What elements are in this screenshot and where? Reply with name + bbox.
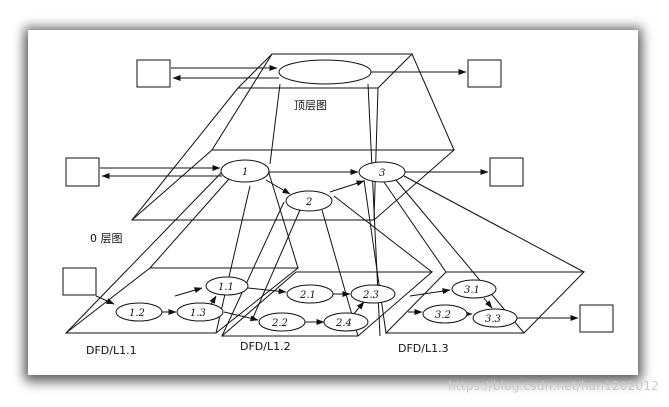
watermark: https://blog.csdn.net/han1202012 — [448, 379, 659, 393]
l13-sink-entity — [579, 304, 614, 333]
projection-lines-level0 — [65, 161, 585, 337]
l11-source-entity — [62, 267, 97, 296]
l13-label: DFD/L1.3 — [398, 342, 449, 355]
l0-source-entity — [65, 157, 100, 187]
process-2-2-label: 2.2 — [271, 318, 288, 329]
process-2-3-label: 2.3 — [362, 290, 379, 301]
level0-label: 0 层图 — [90, 232, 123, 245]
process-1-1 — [205, 276, 249, 296]
l12-label: DFD/L1.2 — [240, 340, 291, 353]
l0-sink-entity — [489, 157, 524, 187]
top-level-label: 顶层图 — [294, 99, 327, 112]
process-3-1 — [451, 279, 497, 299]
process-2-3 — [350, 284, 396, 304]
process-2-1 — [286, 284, 334, 304]
process-3-3 — [472, 308, 518, 328]
process-3-label: 3 — [379, 168, 385, 179]
top-source-entity — [136, 59, 171, 88]
process-3-3-label: 3.3 — [485, 314, 501, 325]
process-3-2-label: 3.2 — [435, 310, 451, 321]
process-3-2 — [422, 304, 468, 324]
process-2 — [285, 190, 333, 212]
process-1-3 — [176, 302, 224, 322]
process-2-2 — [258, 312, 306, 332]
process-1-3-label: 1.3 — [190, 308, 206, 319]
process-2-1-label: 2.1 — [299, 290, 316, 301]
process-1-2-label: 1.2 — [129, 308, 145, 319]
process-3 — [358, 161, 406, 183]
process-3-1-label: 3.1 — [464, 285, 480, 296]
top-process — [278, 59, 372, 85]
process-1 — [220, 159, 270, 183]
process-2-label: 2 — [305, 197, 312, 208]
l11-label: DFD/L1.1 — [86, 344, 137, 357]
top-sink-entity — [467, 59, 502, 88]
process-1-1-label: 1.1 — [218, 282, 234, 293]
process-2-4 — [323, 312, 369, 332]
process-1-label: 1 — [242, 167, 248, 178]
process-2-4-label: 2.4 — [335, 318, 352, 329]
process-1-2 — [115, 302, 163, 322]
